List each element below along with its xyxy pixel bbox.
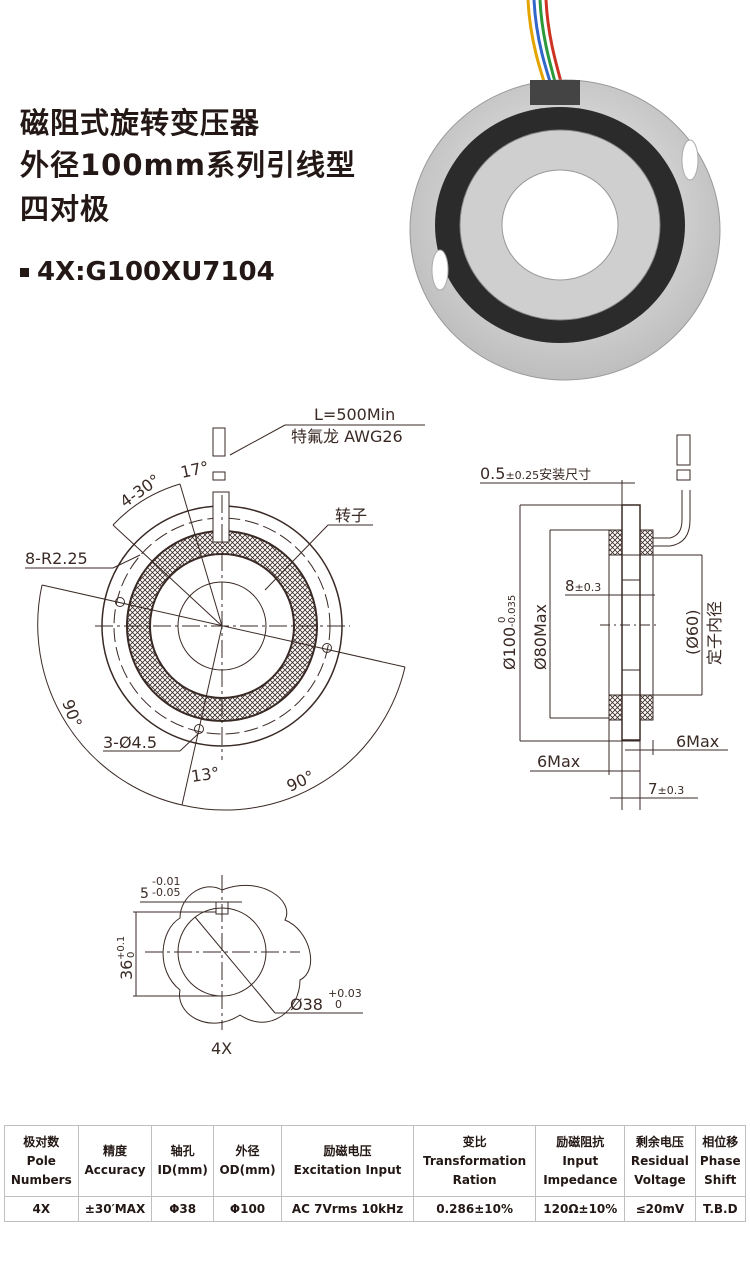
svg-text:0: 0 (497, 617, 508, 623)
cell-id: Φ38 (151, 1196, 214, 1222)
side-view-drawing: 0.5±0.25安装尺寸 Ø100 0 -0.035 Ø80Max 8±0.3 … (480, 434, 728, 810)
max80-label: Ø80Max (531, 604, 550, 670)
rotor-label: 转子 (335, 506, 367, 525)
model-text: 4X:G100XU7104 (37, 257, 275, 287)
poles-label: 4X (211, 1039, 232, 1058)
svg-text:Ø100: Ø100 (500, 627, 519, 670)
angle-13-label: 13° (190, 763, 221, 786)
angle-4-30-label: 4-30° (116, 470, 163, 511)
bore-label: Ø38 (290, 995, 323, 1014)
front-view-drawing: L=500Min 特氟龙 AWG26 17° 4-30° 转子 8-R2.25 … (25, 405, 425, 811)
od-label: Ø100 0 -0.035 (497, 595, 519, 670)
title-line-2: 外径100mm系列引线型 (20, 148, 356, 182)
title-line-3: 四对极 (20, 192, 111, 226)
cell-od: Φ100 (212, 1196, 283, 1222)
key-width-label: 5 (140, 886, 149, 902)
table-row: 4X ±30′MAX Φ38 Φ100 AC 7Vrms 10kHz 0.286… (4, 1196, 747, 1222)
hole-dia-label: 3-Ø4.5 (103, 733, 157, 752)
cell-phase: T.B.D (694, 1196, 747, 1222)
thick8-label: 8±0.3 (565, 577, 601, 595)
bullet-square-icon (20, 267, 29, 277)
model-number: 4X:G100XU7104 (20, 257, 275, 287)
cell-excitation: AC 7Vrms 10kHz (281, 1196, 414, 1222)
cell-transformation: 0.286±10% (412, 1196, 537, 1222)
six-max-right-label: 6Max (676, 732, 719, 751)
rotor-view-drawing: 5 -0.01 -0.05 36 +0.1 0 Ø38 +0.03 0 4X (116, 875, 363, 1058)
wire-type-label: 特氟龙 AWG26 (291, 427, 403, 446)
bore-tol-lower: 0 (335, 998, 342, 1011)
id60-label: (Ø60) (683, 610, 702, 655)
svg-text:+0.1: +0.1 (116, 936, 127, 960)
wire-length-label: L=500Min (314, 405, 395, 424)
bore-tol-upper: +0.03 (328, 987, 362, 1000)
angle-90-left-label: 90° (58, 697, 86, 730)
slot-radius-label: 8-R2.25 (25, 549, 88, 568)
svg-text:-0.035: -0.035 (507, 595, 518, 627)
angle-17-label: 17° (179, 457, 211, 481)
cell-impedance: 120Ω±10% (535, 1196, 626, 1222)
cell-accuracy: ±30′MAX (77, 1196, 153, 1222)
key-tol-lower: -0.05 (152, 886, 180, 899)
key-height-label: 36 +0.1 0 (116, 936, 137, 980)
title-line-1: 磁阻式旋转变压器 (20, 106, 261, 140)
cell-residual: ≤20mV (624, 1196, 696, 1222)
cell-poles: 4X (4, 1196, 79, 1222)
six-max-left-label: 6Max (537, 752, 580, 771)
key-tol-upper: -0.01 (152, 875, 180, 888)
product-photo (409, 0, 721, 381)
svg-text:36: 36 (117, 960, 136, 980)
mount-dim-label: 0.5±0.25安装尺寸 (480, 464, 591, 483)
seven-label: 7±0.3 (648, 780, 684, 798)
angle-90-bottom-label: 90° (284, 766, 318, 795)
id60-desc-label: 定子内径 (705, 601, 724, 665)
svg-text:0: 0 (126, 952, 137, 958)
